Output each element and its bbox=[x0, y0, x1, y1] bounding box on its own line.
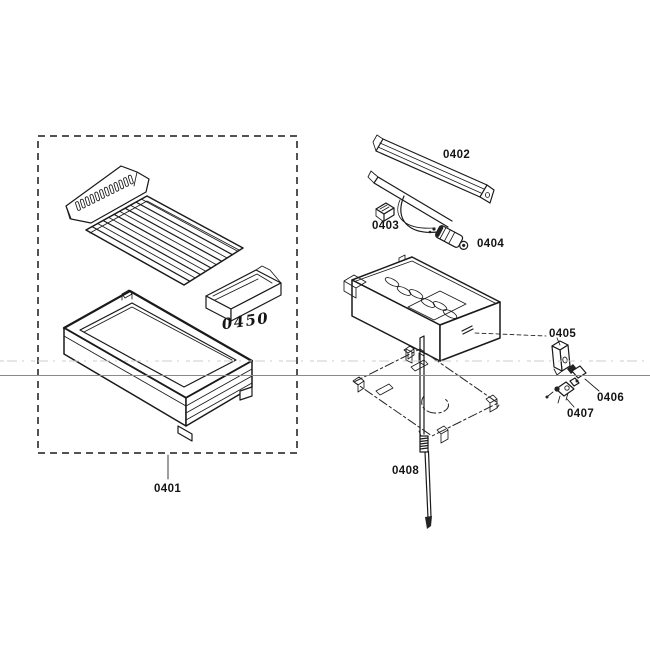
part-label-0404: 0404 bbox=[477, 238, 504, 250]
leader-lines bbox=[167, 332, 600, 480]
part-label-0408: 0408 bbox=[392, 465, 419, 477]
mounting-plate-part bbox=[352, 335, 500, 444]
grill-frame-part bbox=[62, 289, 254, 442]
part-label-0407: 0407 bbox=[567, 408, 594, 420]
part-label-0402: 0402 bbox=[443, 149, 470, 161]
part-label-0406: 0406 bbox=[597, 392, 624, 404]
clip-part-0403 bbox=[375, 202, 395, 223]
part-label-0405: 0405 bbox=[549, 328, 576, 340]
part-label-0401: 0401 bbox=[154, 483, 181, 495]
rail-part-0402 bbox=[372, 134, 495, 204]
griddle-plate-part bbox=[85, 195, 244, 286]
burner-tube-part-0404 bbox=[367, 170, 469, 250]
valve-part-0407 bbox=[545, 381, 575, 404]
probe-part-0408 bbox=[418, 430, 432, 529]
vent-bracket-part bbox=[65, 165, 150, 224]
part-label-0403: 0403 bbox=[372, 220, 399, 232]
grease-tray-part bbox=[205, 265, 282, 322]
burner-box-part bbox=[343, 254, 501, 366]
bracket-part-0405 bbox=[551, 340, 571, 376]
